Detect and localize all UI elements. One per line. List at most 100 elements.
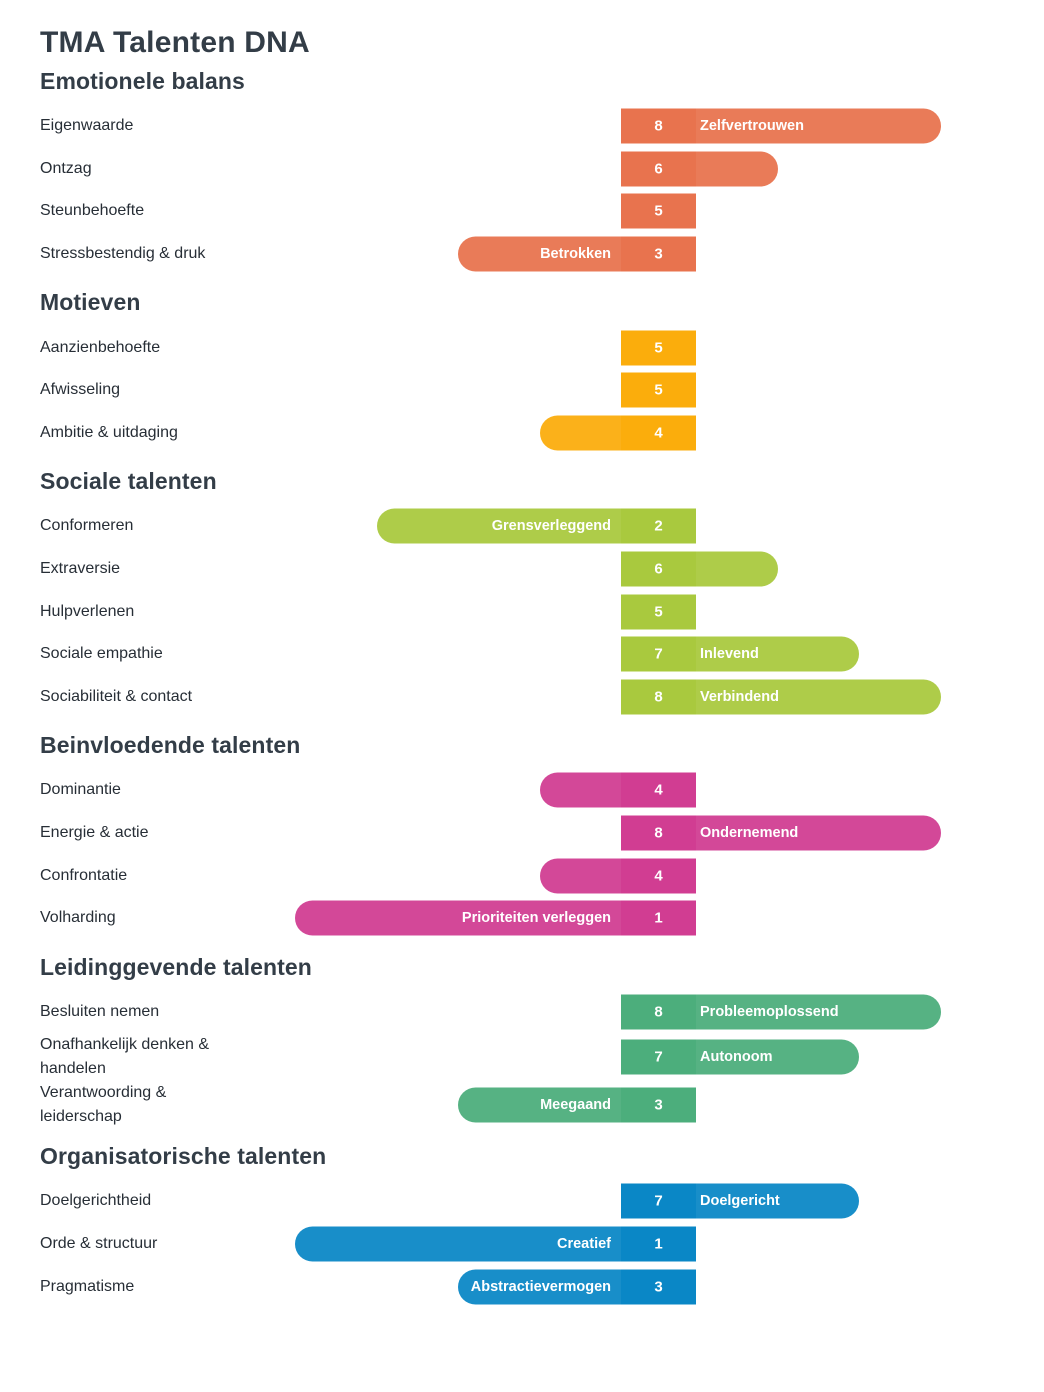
bar-area: 5 [0,590,1044,633]
talent-row: Confrontatie 4 [0,854,1044,897]
section-title: Emotionele balans [40,68,245,94]
score-value: 8 [654,688,663,706]
section-title: Organisatorische talenten [40,1143,327,1170]
trait-label: Pragmatisme [40,1277,135,1295]
bar-area: 5 [0,369,1044,412]
score-value: 6 [654,160,663,178]
trait-label: Ontzag [40,159,92,177]
trait-label: Confrontatie [40,866,128,884]
score-value: 5 [654,603,663,621]
score-cell: 7 [621,636,696,672]
score-value: 4 [654,424,663,442]
score-value: 5 [654,202,663,220]
bar-area: 4 [0,854,1044,897]
trait-label: Sociabiliteit & contact [40,687,193,705]
trait-label: Conformeren [40,517,134,535]
score-cell: 2 [621,508,696,544]
score-cell: 8 [621,108,696,144]
score-cell: 5 [621,372,696,408]
talent-row: Orde & structuur 1 Creatief [0,1223,1044,1266]
score-cell: 7 [621,1039,696,1075]
trait-label: Orde & structuur [40,1234,158,1252]
score-cell: 8 [621,679,696,715]
bar-area: 4 [0,412,1044,455]
score-cell: 3 [621,1269,696,1305]
bar-area: 2 Grensverleggend [0,505,1044,548]
score-value: 7 [654,645,663,663]
bar-area: 5 [0,190,1044,233]
page-title: TMA Talenten DNA [40,26,310,59]
score-cell: 4 [621,858,696,894]
score-value: 4 [654,867,663,885]
bar-area: 6 [0,548,1044,591]
score-cell: 5 [621,594,696,630]
trait-label: Extraversie [40,560,121,578]
bar-area: 7 Inlevend [0,633,1044,676]
score-value: 3 [654,1278,663,1296]
trait-label: Verantwoording & leiderschap [40,1084,167,1126]
score-cell: 3 [621,1087,696,1123]
score-cell: 8 [621,994,696,1030]
section-title: Beinvloedende talenten [40,732,301,759]
trait-label: Steunbehoefte [40,202,145,220]
talent-row: Extraversie 6 [0,548,1044,591]
talent-name-label: Inlevend [700,646,759,663]
talent-row: Steunbehoefte 5 [0,190,1044,233]
score-value: 3 [654,1096,663,1114]
trait-label: Dominantie [40,781,121,799]
score-cell: 6 [621,551,696,587]
talent-row: Pragmatisme 3 Abstractievermogen [0,1265,1044,1308]
trait-label: Doelgerichtheid [40,1192,152,1210]
score-cell: 5 [621,193,696,229]
score-value: 7 [654,1192,663,1210]
score-value: 7 [654,1048,663,1066]
score-value: 1 [654,1235,663,1253]
section-title: Sociale talenten [40,468,217,495]
score-cell: 5 [621,330,696,366]
trait-label: Volharding [40,909,116,927]
score-cell: 4 [621,415,696,451]
talent-row: Ambitie & uitdaging 4 [0,412,1044,455]
score-value: 5 [654,339,663,357]
talent-name-label: Verbindend [700,688,779,705]
talent-name-label: Ondernemend [700,825,799,842]
trait-label: Besluiten nemen [40,1002,160,1020]
talent-name-label: Grensverleggend [491,518,611,535]
talent-row: Ontzag 6 [0,148,1044,191]
score-cell: 8 [621,815,696,851]
talent-name-label: Prioriteiten verleggen [461,910,611,927]
bar-area: 8 Verbindend [0,676,1044,719]
score-cell: 4 [621,772,696,808]
score-value: 6 [654,560,663,578]
score-cell: 6 [621,151,696,187]
bar-area: 1 Creatief [0,1223,1044,1266]
score-cell: 3 [621,236,696,272]
score-value: 4 [654,781,663,799]
talent-name-label: Creatief [557,1235,611,1252]
talent-name-label: Abstractievermogen [470,1278,611,1295]
trait-label: Sociale empathie [40,645,163,663]
bar-area: 4 [0,769,1044,812]
trait-label: Energie & actie [40,824,149,842]
score-value: 8 [654,824,663,842]
trait-label: Ambitie & uitdaging [40,423,178,441]
